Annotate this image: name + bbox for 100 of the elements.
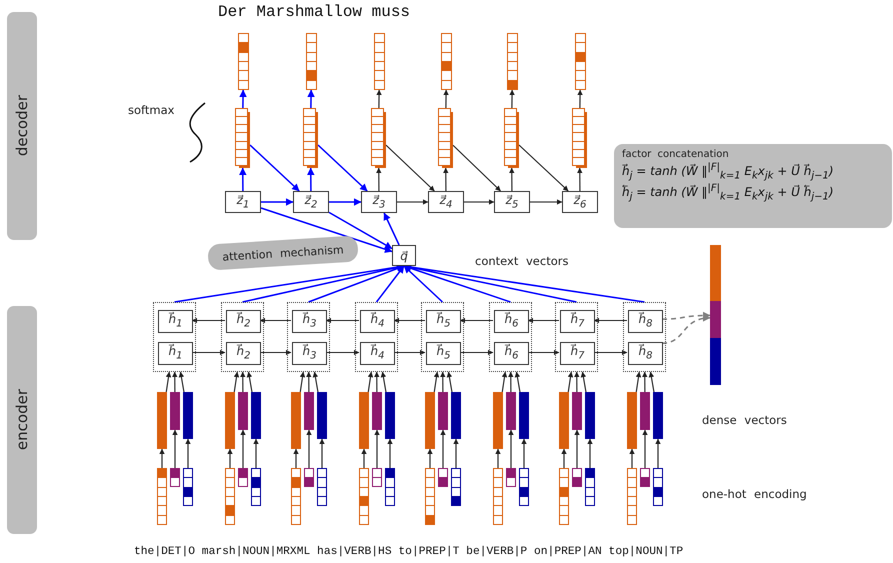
arrow: [452, 144, 501, 192]
section-band: [7, 306, 37, 534]
state-label: h⃗$_{3}$: [302, 313, 316, 330]
state-box: [226, 342, 261, 365]
arrow: [374, 372, 380, 392]
dotted-group-box: [623, 302, 666, 372]
state-label: z⃗$_{2}$: [304, 194, 318, 210]
state-label: h⃗$_{1}$: [168, 313, 182, 330]
dense-vector: [304, 392, 314, 430]
state-box: [428, 191, 464, 213]
state-label: h⃗$_{8}$: [638, 313, 652, 330]
arrow: [427, 448, 433, 468]
arrow: [192, 318, 225, 324]
arrow: [514, 372, 520, 392]
annotation-label: softmax: [128, 103, 174, 117]
arrow: [376, 90, 382, 108]
state-label: h⃗$_{5}$: [436, 345, 450, 362]
state-box: [494, 342, 529, 365]
dense-vector: [493, 392, 503, 449]
one-hot-vector: [506, 468, 516, 487]
arrow: [368, 372, 374, 392]
arrow: [662, 312, 710, 320]
arrow: [240, 430, 246, 468]
arrow: [642, 430, 648, 468]
one-hot-vector: [451, 468, 461, 506]
arrow: [239, 90, 247, 108]
arrow: [329, 198, 362, 206]
arrow: [577, 168, 583, 191]
arrow: [580, 372, 586, 392]
dotted-group-box: [153, 302, 196, 372]
one-hot-vector: [653, 468, 663, 506]
arrow: [397, 199, 428, 205]
annotation-label: context vectors: [475, 254, 568, 268]
softmax-vector: [438, 108, 453, 168]
arrow: [178, 372, 184, 392]
softmax-vector: [303, 108, 318, 168]
formula-text: h⃗$_{j}$ = tanh (W⃗ ‖$^{|F|}$$_{k=1}$ E$_{k}$x$_{jk}$ + U⃗ h⃗$_{j−1}$): [622, 162, 835, 182]
state-box: [628, 342, 663, 365]
dense-vector: [519, 392, 529, 439]
state-box: [158, 310, 193, 333]
arrow: [260, 350, 292, 356]
softmax-vector: [504, 108, 519, 168]
arrow: [574, 372, 580, 392]
one-hot-vector: [170, 468, 180, 487]
dense-vector: [291, 392, 301, 449]
arrow: [495, 448, 501, 468]
state-label: h⃗$_{4}$: [370, 313, 384, 330]
formula-heading: factor concatenation: [622, 149, 730, 160]
arrow: [508, 430, 514, 468]
state-box: [293, 191, 329, 213]
one-hot-vector: [291, 468, 301, 525]
state-box: [562, 191, 598, 213]
dense-vector: [451, 392, 461, 439]
arrow: [648, 372, 654, 392]
one-hot-vector: [304, 468, 314, 487]
state-box: [158, 342, 193, 365]
dotted-group-box: [355, 302, 398, 372]
arrow: [508, 372, 514, 392]
diagram-title: Der Marshmallow muss: [218, 3, 410, 21]
section-label: encoder: [13, 389, 31, 451]
arrow: [227, 448, 233, 468]
state-box: [292, 310, 327, 333]
state-label: h⃗$_{1}$: [168, 345, 182, 362]
state-label: h⃗$_{4}$: [370, 345, 384, 362]
state-label: z⃗$_{5}$: [506, 194, 518, 210]
state-label: z⃗$_{6}$: [574, 194, 586, 210]
arrow: [394, 350, 426, 356]
one-hot-vector: [306, 33, 317, 90]
arrow: [293, 448, 299, 468]
arrow: [239, 168, 247, 191]
dense-vector: [157, 392, 167, 449]
dotted-group-box: [221, 302, 264, 372]
state-box: [560, 342, 595, 365]
dotted-group-box: [555, 302, 598, 372]
arrow: [509, 168, 515, 191]
state-label: h⃗$_{6}$: [504, 313, 518, 330]
arrow: [172, 372, 178, 392]
state-box: [360, 342, 395, 365]
dense-vector: [627, 392, 637, 449]
arrow: [260, 318, 291, 324]
dotted-group-box: [421, 302, 464, 372]
one-hot-vector: [559, 468, 569, 525]
dense-vector: [559, 392, 569, 449]
formula-card: [614, 144, 892, 228]
one-hot-vector: [251, 468, 261, 506]
token-caption: the|DET|O marsh|NOUN|MRXML has|VERB|HS to|PREP|T be|VERB|P on|PREP|AN top|NOUN|TP: [134, 546, 684, 558]
state-box: [226, 310, 261, 333]
dense-vector: [640, 392, 650, 430]
arrow: [376, 266, 405, 302]
arrow: [394, 318, 425, 324]
one-hot-vector: [183, 468, 193, 506]
state-label: h⃗$_{7}$: [570, 313, 584, 330]
one-hot-vector: [627, 468, 637, 525]
state-box: [628, 310, 663, 333]
arrow: [312, 372, 318, 392]
annotation-label: one-hot encoding: [702, 487, 807, 501]
state-box: [361, 191, 397, 213]
arrow: [509, 90, 515, 108]
arrow: [561, 448, 567, 468]
state-label: z⃗$_{3}$: [372, 194, 386, 210]
